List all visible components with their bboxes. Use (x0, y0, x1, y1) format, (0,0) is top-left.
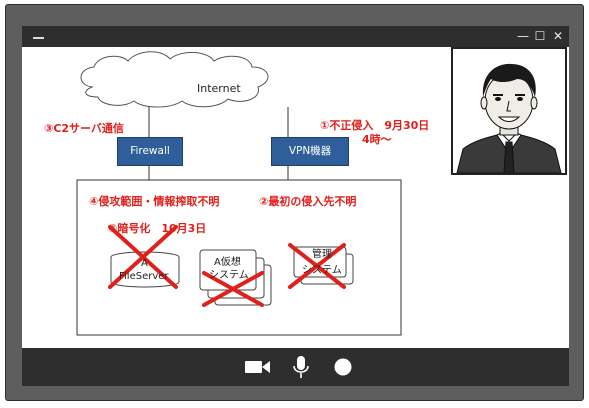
first-entry-annotation: ②最初の侵入先不明 (259, 195, 357, 208)
presenter-avatar (456, 63, 562, 173)
maximize-button[interactable]: ☐ (534, 29, 546, 43)
internet-label: Internet (197, 82, 241, 95)
vpn-device-box: VPN機器 (271, 137, 349, 166)
window-titlebar: — ☐ ✕ (22, 26, 569, 47)
management-system-label-top: 管理 (312, 249, 332, 260)
management-system-label: システム (302, 265, 342, 276)
intrusion-time-annotation: 4時～ (362, 133, 392, 146)
call-control-bar (22, 348, 569, 386)
intrusion-annotation: ①不正侵入 9月30日 (320, 119, 430, 132)
close-button[interactable]: ✕ (552, 29, 564, 43)
virtual-system-label: システム (209, 270, 249, 281)
scope-annotation: ④侵攻範囲・情報搾取不明 (89, 195, 220, 208)
cross-marks (108, 225, 346, 307)
internet-cloud (80, 51, 269, 108)
shared-screen: Internet Firewall VPN機器 A FileServer A仮想… (22, 47, 569, 348)
virtual-system-label-top: A仮想 (214, 257, 241, 268)
c2-annotation: ③C2サーバ通信 (44, 122, 124, 135)
presenter-video (451, 47, 567, 175)
minimize-button[interactable]: — (517, 29, 529, 43)
fileserver-label-top: A (141, 258, 148, 269)
firewall-box: Firewall (117, 137, 183, 166)
fileserver-label: FileServer (119, 271, 169, 282)
encryption-annotation: ⑤暗号化 10月3日 (108, 222, 207, 235)
menu-icon[interactable] (33, 37, 44, 39)
internal-network-boundary (76, 179, 402, 336)
